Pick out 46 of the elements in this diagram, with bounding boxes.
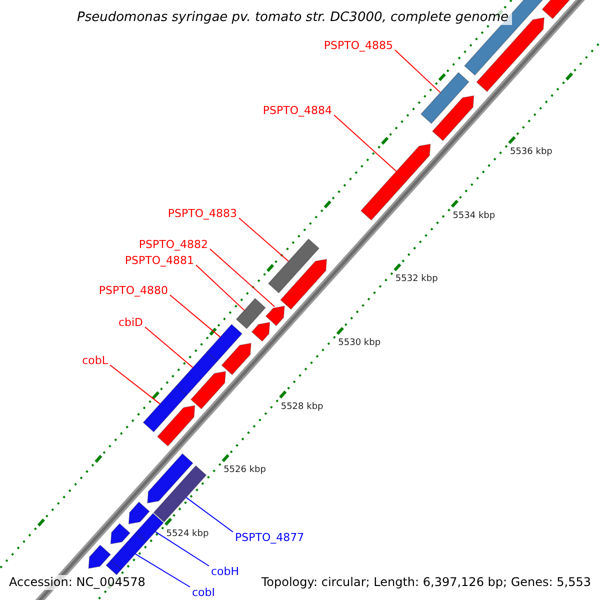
leader-line: [154, 531, 210, 566]
leader-line: [134, 553, 190, 588]
gene-label: cbiD: [118, 316, 143, 328]
gene-feature: [190, 371, 226, 410]
scale-label: 5534 kbp: [452, 210, 496, 223]
gene-feature: [110, 523, 131, 544]
gene-feature: [156, 405, 196, 447]
leader-line: [334, 114, 397, 172]
gene-feature: [280, 258, 328, 310]
gene-block: [236, 298, 266, 330]
gene-label: PSPTO_4882: [138, 238, 208, 250]
gene-label: PSPTO_4884: [262, 104, 332, 116]
gene-label: PSPTO_4885: [324, 38, 393, 52]
leader-line: [186, 496, 234, 532]
gene-block: [153, 465, 207, 523]
scale-label: 5530 kbp: [338, 336, 381, 350]
gene-block: [135, 512, 164, 543]
gene-label: cobI: [192, 586, 216, 598]
gene-label: PSPTO_4881: [124, 254, 194, 266]
scale-label: 5526 kbp: [224, 464, 266, 478]
gene-label: PSPTO_4877: [235, 530, 304, 544]
scale-label: 5532 kbp: [395, 273, 438, 286]
leader-line: [170, 294, 221, 338]
gene-block: [268, 238, 320, 294]
leader-line: [210, 248, 276, 308]
gene-label: cobH: [211, 564, 240, 578]
scale-label: 5528 kbp: [280, 400, 324, 414]
gene-block: [176, 351, 218, 396]
gene-feature: [251, 322, 270, 342]
gene-feature: [221, 342, 252, 376]
gene-label: cobL: [82, 354, 108, 366]
gene-feature: [128, 502, 150, 524]
gene-label: PSPTO_4880: [98, 284, 168, 296]
gene-feature: [360, 144, 431, 221]
gene-label: PSPTO_4883: [168, 206, 237, 220]
scale-label: 5524 kbp: [166, 528, 209, 541]
gene-block: [206, 324, 243, 362]
leader-line: [394, 50, 441, 94]
gene-feature: [147, 453, 194, 504]
gene-block: [142, 386, 188, 432]
leader-line: [238, 218, 289, 262]
gene-feature: [432, 95, 474, 142]
gene-block: [420, 72, 470, 124]
leader-line: [196, 264, 245, 311]
map-title: Pseudomonas syringae pv. tomato str. DC3000, complete genome: [74, 10, 512, 25]
scale-label: 5536 kbp: [510, 146, 552, 160]
